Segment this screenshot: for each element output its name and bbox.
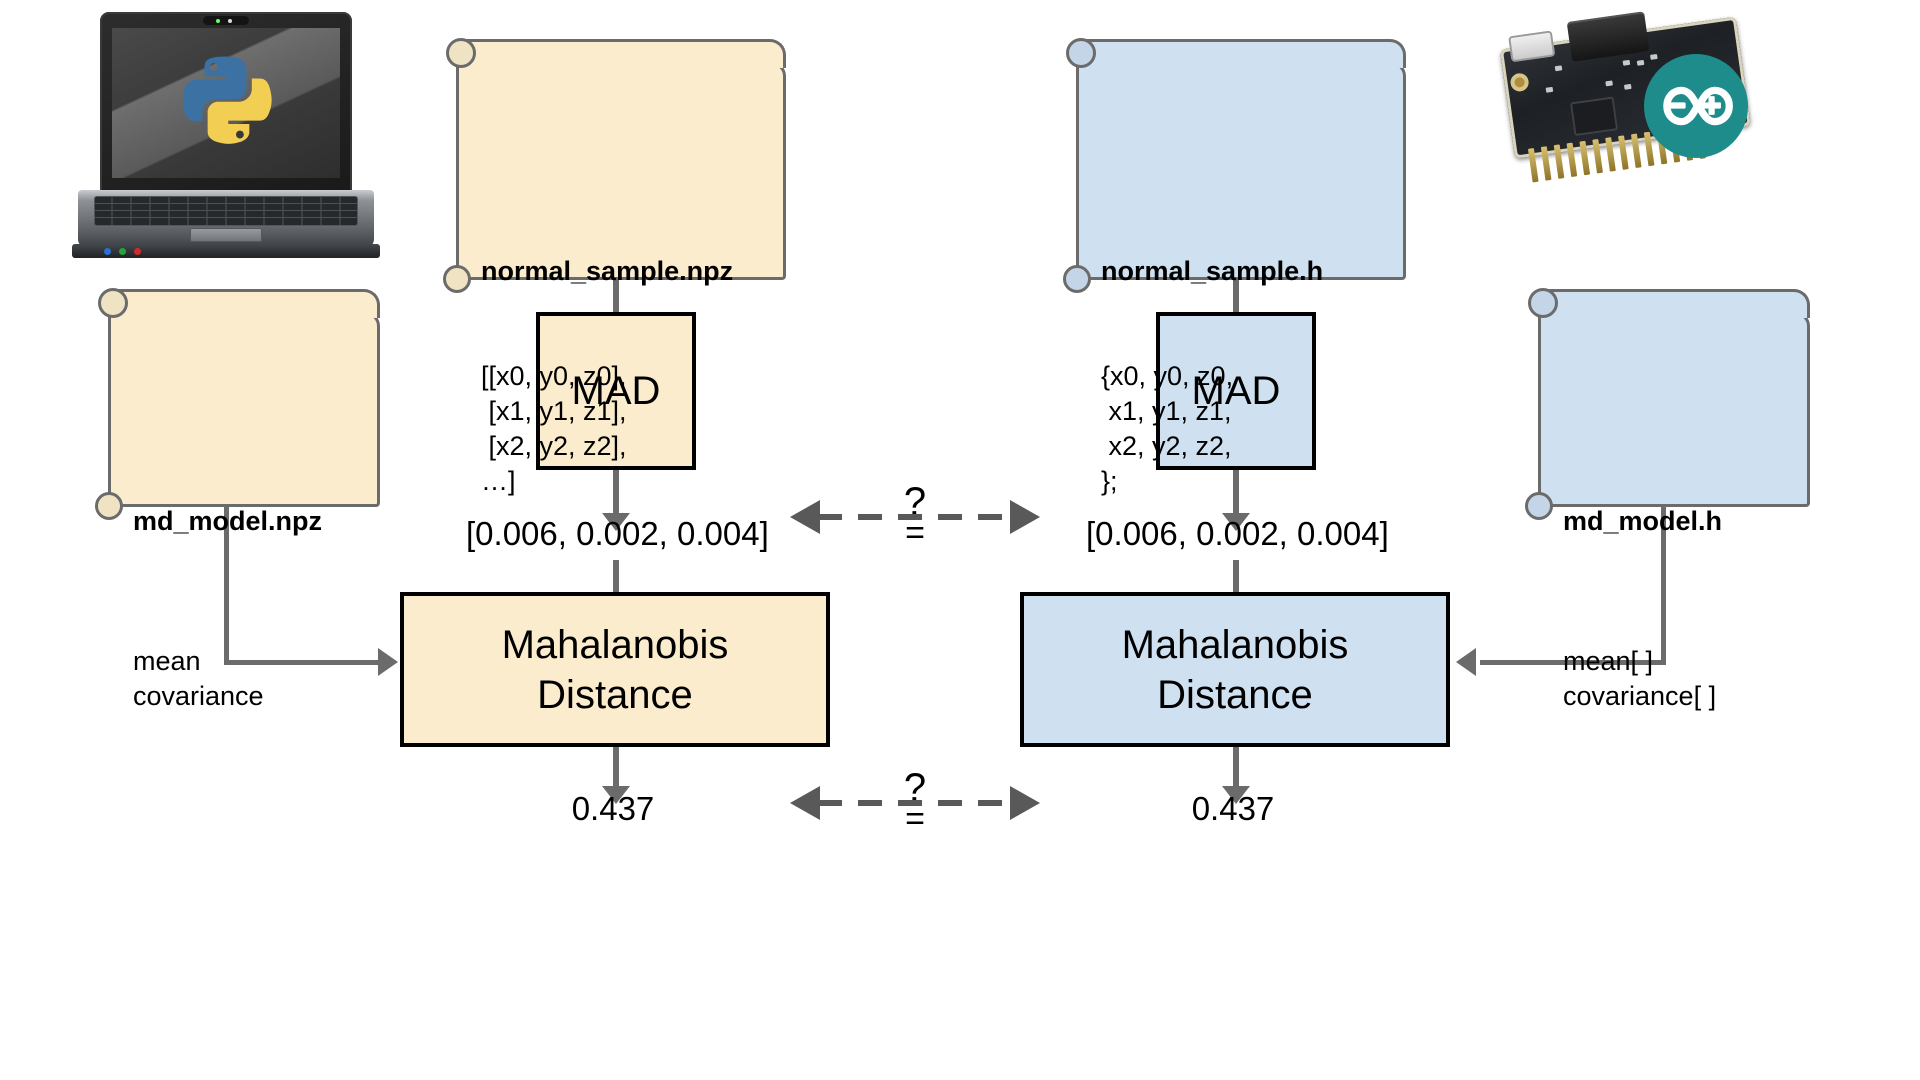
left-model-note: md_model.npz mean covariance [95, 288, 380, 711]
note-curl-knob [1528, 288, 1558, 318]
question-equals-symbol: ? = [903, 480, 927, 552]
laptop-status-leds [104, 248, 141, 255]
left-sample-note-title: normal_sample.npz [481, 256, 734, 286]
note-curl-top [456, 39, 786, 68]
left-distance-output-label: 0.437 [571, 790, 655, 827]
laptop-keyboard [94, 196, 358, 226]
right-mad-output-label: [0.006, 0.002, 0.004] [1086, 515, 1389, 552]
laptop-screen [112, 28, 340, 178]
left-sample-note-body: [[x0, y0, z0], [x1, y1, z1], [x2, y2, z2… [481, 361, 627, 496]
arrowhead-right [1010, 786, 1040, 820]
arduino-board-icon [1499, 11, 1762, 184]
arrowhead-right [1010, 500, 1040, 534]
right-mad-box-label: MAD [1191, 369, 1281, 413]
right-model-note-body: mean[ ] covariance[ ] [1563, 646, 1717, 711]
python-laptop-icon [72, 12, 380, 262]
right-model-note-title: md_model.h [1563, 506, 1723, 536]
right-model-note: md_model.h mean[ ] covariance[ ] [1525, 288, 1810, 711]
right-distance-box: Mahalanobis Distance [1020, 592, 1450, 747]
note-curl-bottom [95, 492, 123, 520]
laptop-trackpad [190, 228, 262, 242]
right-mad-box: MAD [1156, 312, 1316, 470]
note-curl-bottom [1525, 492, 1553, 520]
laptop-base [78, 190, 374, 248]
left-model-note-body: mean covariance [133, 646, 264, 711]
note-curl-knob [1066, 38, 1096, 68]
note-curl-knob [446, 38, 476, 68]
right-sample-note-title: normal_sample.h [1101, 256, 1324, 286]
right-sample-note-body: {x0, y0, z0, x1, y1, z1, x2, y2, z2, }; [1101, 361, 1234, 496]
right-model-to-distance-connector [1456, 505, 1666, 676]
left-distance-to-result-arrow [602, 747, 630, 804]
left-distance-box-label: Mahalanobis Distance [501, 622, 729, 717]
note-curl-top [108, 289, 380, 318]
right-sample-note: normal_sample.h {x0, y0, z0, x1, y1, z1,… [1063, 38, 1406, 496]
left-model-note-title: md_model.npz [133, 506, 323, 536]
microcontroller-chip [1569, 96, 1619, 137]
note-curl-bottom [1063, 265, 1091, 293]
left-mad-to-output-arrow [602, 470, 630, 531]
right-distance-output-label: 0.437 [1191, 790, 1275, 827]
dashed-line [818, 800, 1012, 806]
laptop-front-edge [72, 244, 380, 258]
mad-output-comparison: ? = [790, 462, 1040, 572]
left-mad-output-label: [0.006, 0.002, 0.004] [466, 515, 769, 552]
left-sample-note: normal_sample.npz [[x0, y0, z0], [x1, y1… [443, 38, 786, 496]
left-model-to-distance-connector [224, 505, 414, 676]
arrowhead-left [790, 500, 820, 534]
question-equals-symbol: ? = [903, 766, 927, 838]
note-curl-top [1076, 39, 1406, 68]
distance-output-comparison: ? = [790, 748, 1040, 858]
laptop-webcam [203, 16, 249, 25]
left-mad-box-label: MAD [571, 369, 661, 413]
note-curl-bottom [443, 265, 471, 293]
mounting-hole [1509, 72, 1530, 93]
arrowhead-left [790, 786, 820, 820]
dashed-line [818, 514, 1012, 520]
right-distance-to-result-arrow [1222, 747, 1250, 804]
python-logo-icon [182, 56, 272, 144]
note-curl-knob [98, 288, 128, 318]
arduino-infinity-logo-icon [1644, 54, 1748, 158]
left-mad-box: MAD [536, 312, 696, 470]
right-distance-box-label: Mahalanobis Distance [1121, 622, 1349, 717]
left-distance-box: Mahalanobis Distance [400, 592, 830, 747]
right-mad-to-output-arrow [1222, 470, 1250, 531]
note-curl-top [1538, 289, 1810, 318]
laptop-lid [100, 12, 352, 192]
